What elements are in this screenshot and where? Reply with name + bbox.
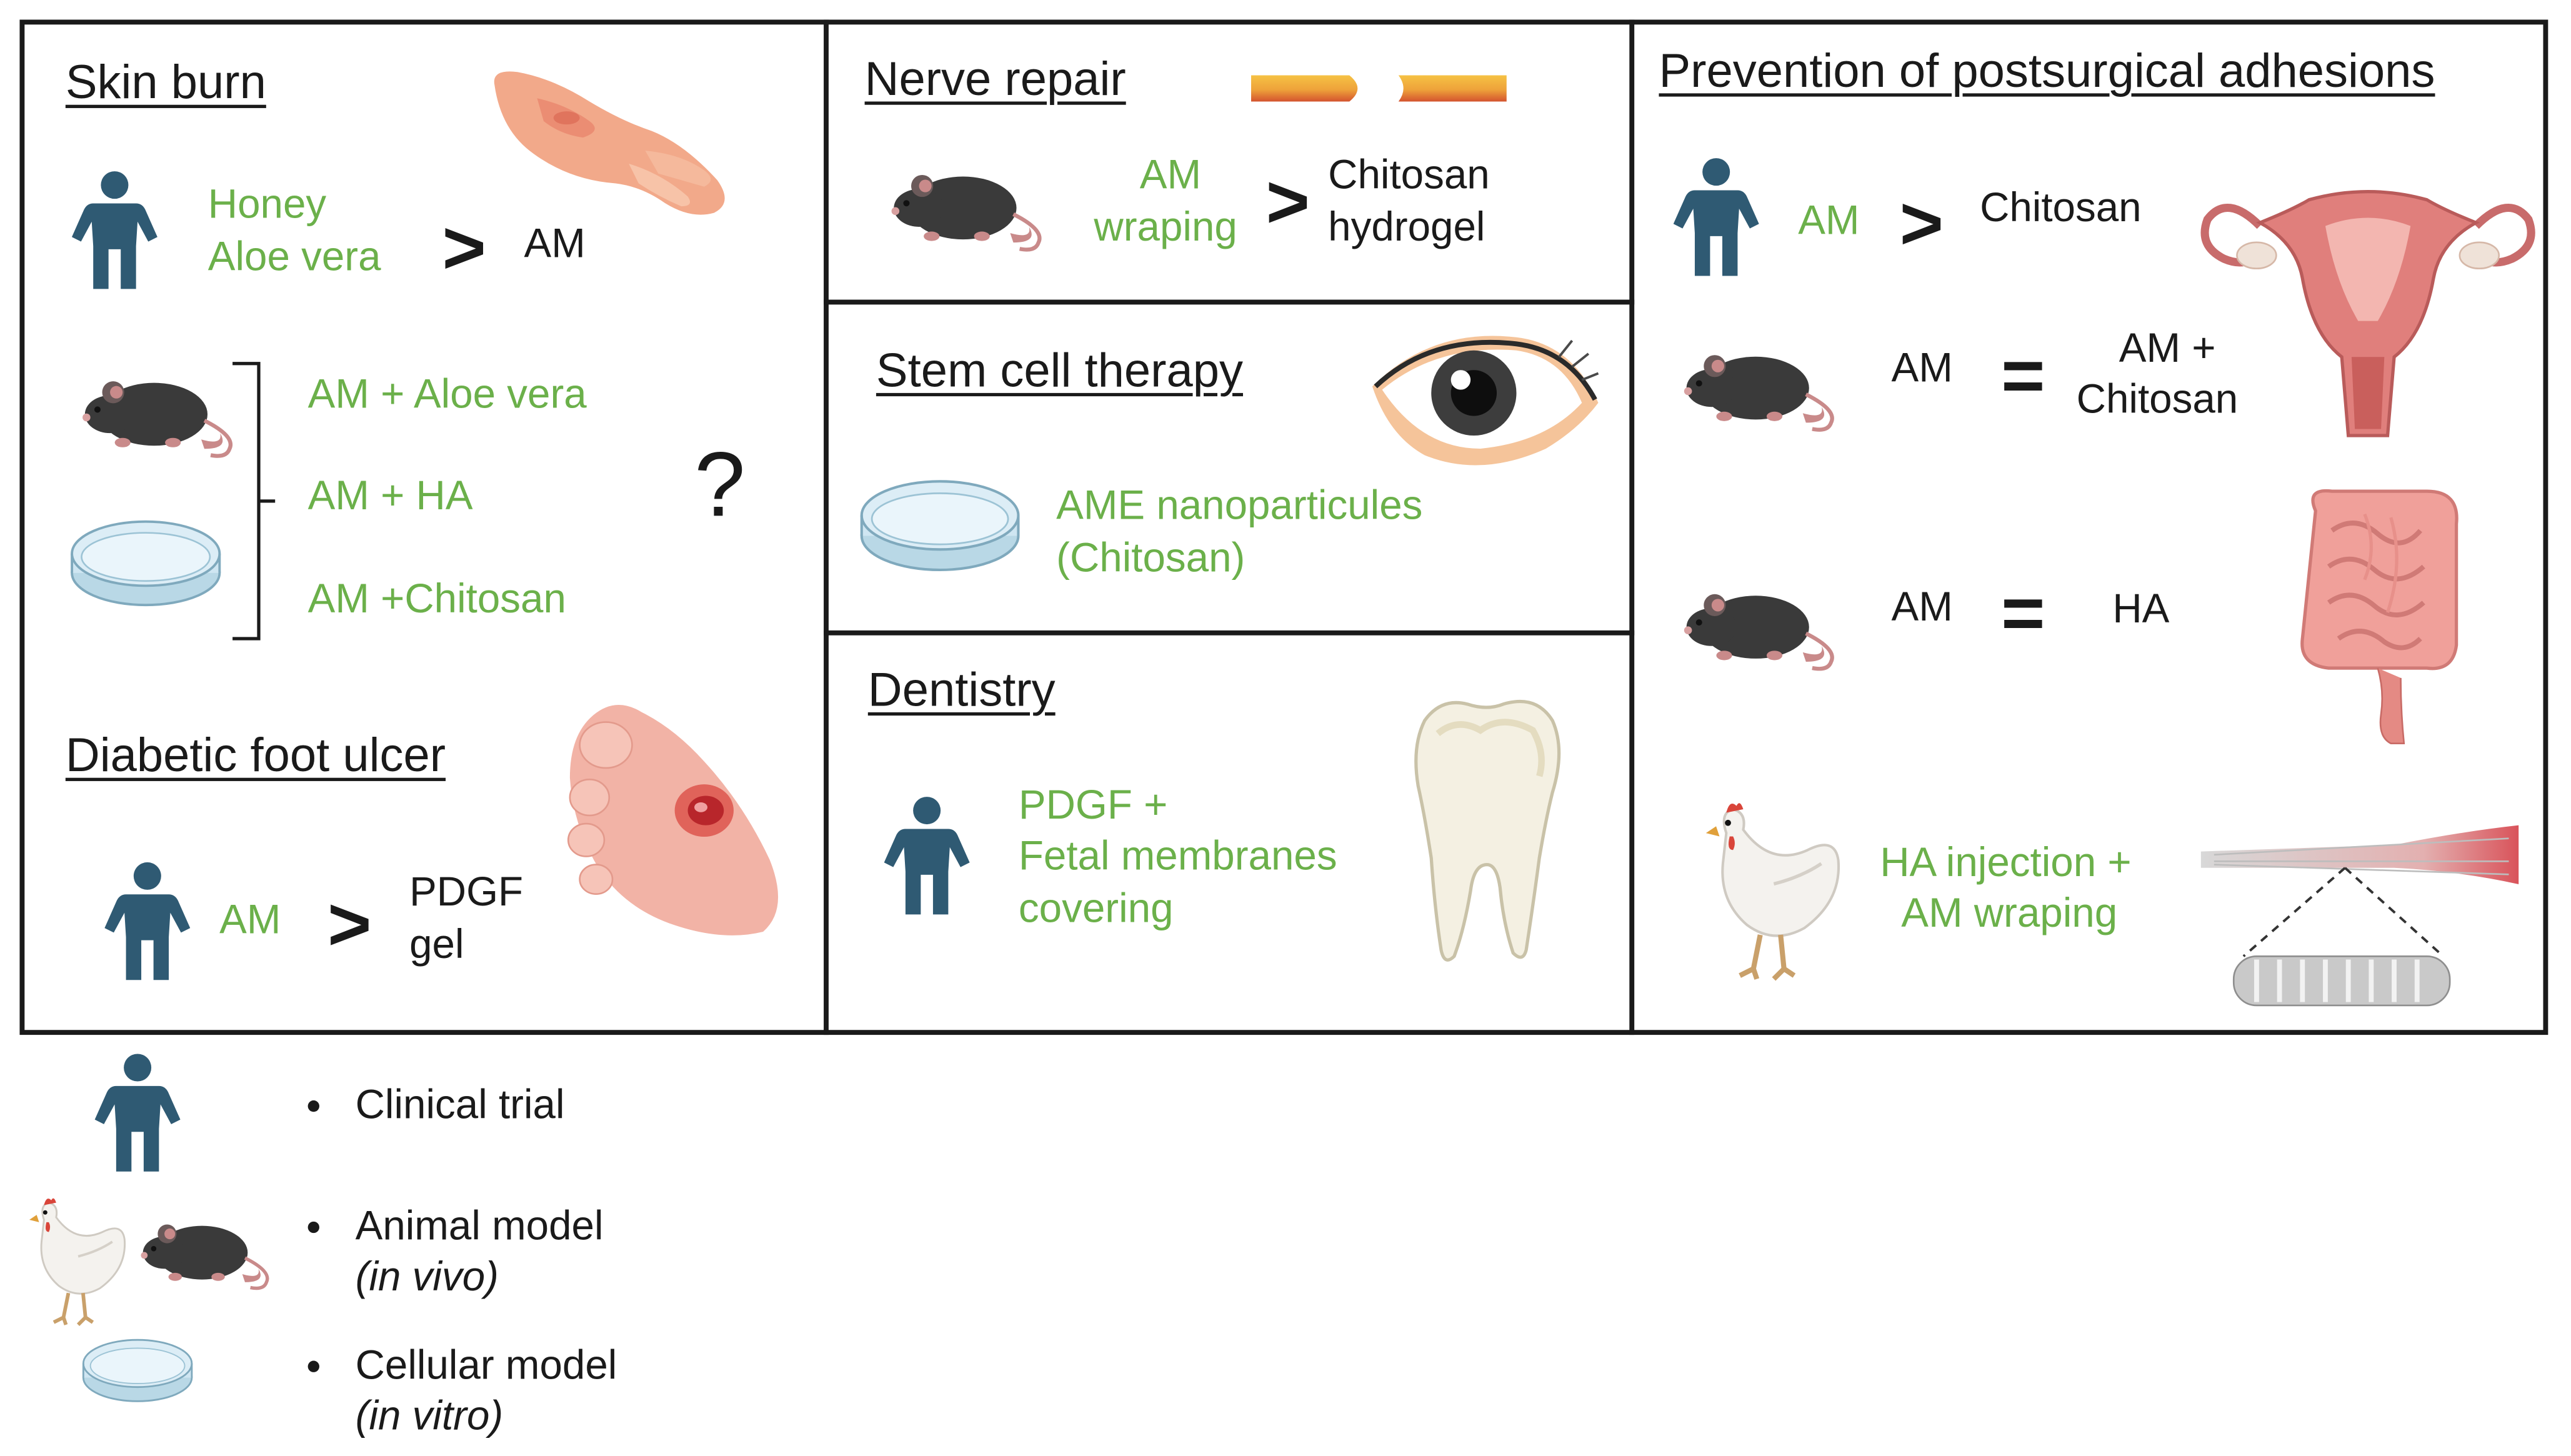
human-icon	[69, 167, 161, 294]
skin-burn-operator: >	[442, 204, 486, 290]
divider-left	[824, 19, 829, 1035]
mouse-icon	[1680, 341, 1838, 436]
foot-ulcer-icon	[567, 704, 779, 935]
legend-bullet	[307, 1100, 319, 1112]
skin-burn-question-mark: ?	[694, 432, 746, 536]
legend-petri-dish-icon	[79, 1330, 197, 1412]
eye-icon	[1372, 336, 1599, 466]
human-icon	[881, 792, 973, 920]
chicken-icon	[1687, 799, 1844, 986]
diabetic-foot-am: AM	[219, 897, 281, 944]
dentistry-line-3: covering	[1018, 885, 1174, 932]
adhesions-r4-line-2: AM wraping	[1901, 890, 2118, 937]
skin-burn-clinical-am: AM	[524, 221, 586, 267]
adhesions-r1-am: AM	[1798, 198, 1860, 244]
dentistry-line-2: Fetal membranes	[1018, 833, 1337, 880]
nerve-repair-hydrogel: hydrogel	[1328, 204, 1485, 251]
human-icon	[1670, 154, 1762, 281]
tendon-icon	[2200, 825, 2519, 1007]
adhesions-r2-operator: =	[2001, 332, 2045, 418]
adhesions-r2-am-plus: AM +	[2119, 326, 2216, 372]
intestine-icon	[2300, 489, 2459, 744]
burned-hand-icon	[494, 71, 725, 215]
legend-bullet	[307, 1360, 319, 1372]
adhesions-r2-chitosan: Chitosan	[2076, 376, 2239, 423]
legend-bullet	[307, 1221, 319, 1234]
legend-cellular-model: Cellular model	[355, 1342, 617, 1389]
divider-right	[1629, 19, 1635, 1035]
diabetic-foot-operator: >	[327, 880, 372, 967]
skin-burn-preclinical-2: AM + HA	[307, 473, 473, 519]
stem-cell-line-2: (Chitosan)	[1056, 535, 1246, 582]
legend-animal-model: Animal model	[355, 1203, 604, 1250]
adhesions-r4-line-1: HA injection +	[1880, 840, 2132, 886]
nerve-repair-am: AM	[1139, 152, 1202, 199]
uterus-icon	[2200, 189, 2535, 437]
adhesions-r1-chitosan: Chitosan	[1980, 185, 2142, 231]
human-icon	[101, 858, 193, 985]
skin-burn-clinical-honey: Honey	[207, 181, 327, 228]
nerve-repair-operator: >	[1266, 159, 1310, 244]
figure-frame	[19, 19, 2549, 1035]
adhesions-r1-operator: >	[1899, 180, 1944, 266]
tooth-icon	[1414, 699, 1561, 962]
legend-in-vivo: (in vivo)	[355, 1254, 499, 1300]
skin-burn-title: Skin burn	[65, 57, 266, 110]
legend-chicken-icon	[16, 1195, 127, 1330]
petri-dish-icon	[66, 507, 226, 619]
stem-cell-line-1: AME nanoparticules	[1056, 483, 1423, 529]
grouping-bracket	[232, 362, 276, 641]
nerve-repair-chitosan: Chitosan	[1328, 152, 1490, 199]
mouse-icon	[1680, 580, 1838, 675]
adhesions-r2-am: AM	[1891, 345, 1953, 392]
skin-burn-clinical-aloe: Aloe vera	[207, 234, 381, 281]
skin-burn-preclinical-3: AM +Chitosan	[307, 576, 566, 622]
mouse-icon	[79, 367, 236, 462]
adhesions-title: Prevention of postsurgical adhesions	[1659, 46, 2435, 99]
adhesions-r3-ha: HA	[2112, 586, 2170, 632]
mouse-icon	[887, 161, 1045, 256]
dentistry-line-1: PDGF +	[1018, 782, 1168, 829]
divider-stem-dentistry	[824, 630, 1635, 636]
diabetic-foot-gel: gel	[409, 922, 464, 968]
stem-cell-title: Stem cell therapy	[876, 345, 1244, 398]
adhesions-r3-am: AM	[1891, 584, 1953, 631]
legend-in-vitro: (in vitro)	[355, 1393, 504, 1440]
petri-dish-icon	[855, 468, 1026, 582]
nerve-segments-icon	[1251, 75, 1507, 102]
divider-nerve-stem	[824, 299, 1635, 305]
nerve-repair-wraping: wraping	[1094, 204, 1237, 251]
nerve-repair-title: Nerve repair	[864, 54, 1126, 107]
skin-burn-preclinical-1: AM + Aloe vera	[307, 371, 587, 418]
legend-mouse-icon	[137, 1212, 272, 1294]
dentistry-title: Dentistry	[867, 664, 1056, 717]
legend-human-icon	[92, 1050, 184, 1177]
diabetic-foot-title: Diabetic foot ulcer	[65, 730, 446, 783]
adhesions-r3-operator: =	[2001, 569, 2045, 656]
diabetic-foot-pdgf: PDGF	[409, 869, 524, 915]
legend-clinical-trial: Clinical trial	[355, 1082, 565, 1129]
